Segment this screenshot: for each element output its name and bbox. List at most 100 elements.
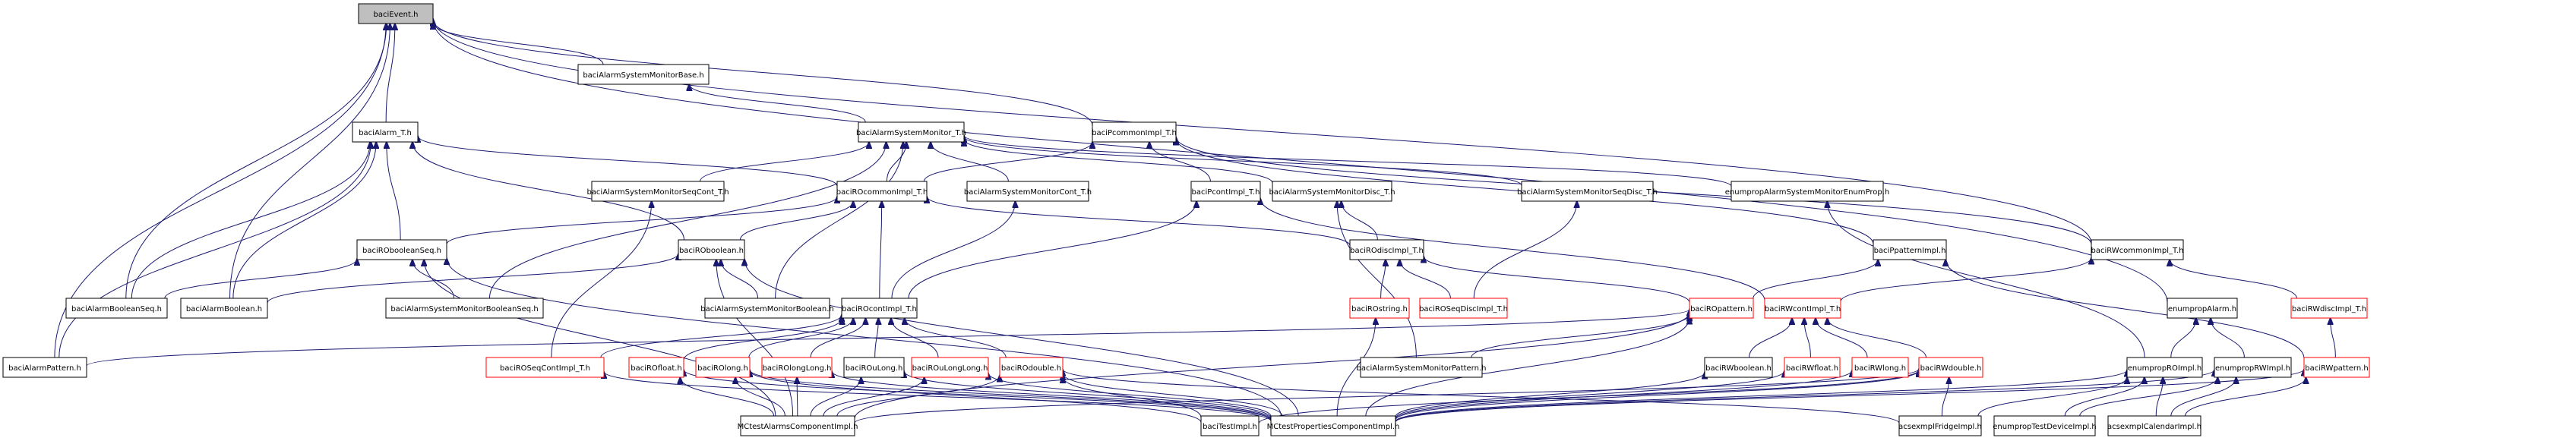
node-box[interactable] (1993, 415, 2096, 436)
graph-node[interactable]: baciRWfloat.h (1784, 357, 1841, 378)
node-box[interactable] (65, 298, 168, 319)
node-box[interactable] (1784, 357, 1841, 378)
graph-node[interactable]: baciROstring.h (1349, 298, 1410, 319)
graph-node[interactable]: baciROlongLong.h (761, 357, 833, 378)
node-box[interactable] (740, 415, 855, 436)
graph-node[interactable]: baciROcommonImpl_T.h (836, 181, 928, 202)
graph-node[interactable]: baciROfloat.h (628, 357, 684, 378)
node-box[interactable] (1270, 415, 1396, 436)
node-box[interactable] (2091, 239, 2184, 260)
node-box[interactable] (2167, 298, 2238, 319)
node-box[interactable] (678, 239, 745, 260)
node-box[interactable] (999, 357, 1064, 378)
graph-node[interactable]: baciPpatternImpl.h (1873, 239, 1947, 260)
node-box[interactable] (966, 181, 1089, 202)
node-box[interactable] (356, 239, 447, 260)
node-box[interactable] (1419, 298, 1508, 319)
node-box[interactable] (2214, 357, 2292, 378)
graph-node[interactable]: baciROlong.h (695, 357, 751, 378)
graph-node[interactable]: MCtestAlarmsComponentImpl.h (738, 415, 858, 436)
node-box[interactable] (180, 298, 268, 319)
graph-node[interactable]: MCtestPropertiesComponentImpl.h (1267, 415, 1400, 436)
graph-node[interactable]: baciROcontImpl_T.h (841, 298, 918, 319)
node-box[interactable] (591, 181, 725, 202)
graph-node[interactable]: baciAlarmSystemMonitorSeqCont_T.h (586, 181, 729, 202)
node-box[interactable] (836, 181, 928, 202)
graph-node[interactable]: baciAlarmSystemMonitorCont_T.h (964, 181, 1092, 202)
graph-node[interactable]: baciEvent.h (358, 3, 434, 24)
graph-node[interactable]: enumpropAlarm.h (2167, 298, 2238, 319)
node-box[interactable] (841, 298, 918, 319)
graph-node[interactable]: baciAlarmSystemMonitorPattern.h (1357, 357, 1487, 378)
graph-node[interactable]: baciROSeqContImpl_T.h (485, 357, 605, 378)
graph-node[interactable]: baciROuLongLong.h (911, 357, 989, 378)
graph-node[interactable]: baciROpattern.h (1689, 298, 1754, 319)
node-box[interactable] (761, 357, 833, 378)
graph-node[interactable]: baciAlarmSystemMonitorDisc_T.h (1269, 181, 1395, 202)
node-box[interactable] (385, 298, 544, 319)
node-box[interactable] (352, 121, 419, 143)
node-box[interactable] (1272, 181, 1392, 202)
graph-node[interactable]: baciAlarmSystemMonitorBooleanSeq.h (385, 298, 544, 319)
graph-node[interactable]: baciPcontImpl_T.h (1190, 181, 1261, 202)
graph-node[interactable]: acsexmplCalendarImpl.h (2107, 415, 2201, 436)
graph-node[interactable]: baciRWcommonImpl_T.h (2091, 239, 2184, 260)
node-box[interactable] (1731, 181, 1884, 202)
node-box[interactable] (2107, 415, 2201, 436)
graph-node[interactable]: baciAlarmSystemMonitorBase.h (577, 64, 710, 85)
graph-node[interactable]: enumpropRWImpl.h (2214, 357, 2292, 378)
graph-node[interactable]: acsexmplFridgeImpl.h (1898, 415, 1982, 436)
graph-node[interactable]: baciROdouble.h (999, 357, 1064, 378)
graph-node[interactable]: enumpropAlarmSystemMonitorEnumProp.h (1725, 181, 1889, 202)
node-box[interactable] (911, 357, 989, 378)
node-box[interactable] (843, 357, 905, 378)
node-box[interactable] (1689, 298, 1754, 319)
node-box[interactable] (2126, 357, 2203, 378)
node-box[interactable] (1851, 357, 1909, 378)
graph-node[interactable]: baciRWcontImpl_T.h (1764, 298, 1841, 319)
graph-node[interactable]: baciAlarmSystemMonitor_T.h (856, 121, 966, 143)
node-box[interactable] (485, 357, 605, 378)
node-box[interactable] (1360, 357, 1483, 378)
node-box[interactable] (695, 357, 751, 378)
node-box[interactable] (628, 357, 684, 378)
graph-node[interactable]: baciTestImpl.h (1200, 415, 1260, 436)
graph-node[interactable]: baciRWboolean.h (1704, 357, 1773, 378)
graph-node[interactable]: enumpropTestDeviceImpl.h (1993, 415, 2097, 436)
graph-node[interactable]: baciAlarm_T.h (352, 121, 419, 143)
node-box[interactable] (358, 3, 434, 24)
graph-node[interactable]: baciRObooleanSeq.h (356, 239, 447, 260)
graph-node[interactable]: baciROdiscImpl_T.h (1349, 239, 1424, 260)
node-box[interactable] (1704, 357, 1773, 378)
node-box[interactable] (2303, 357, 2370, 378)
node-box[interactable] (1521, 181, 1654, 202)
graph-node[interactable]: baciRWlong.h (1851, 357, 1909, 378)
node-box[interactable] (1092, 121, 1177, 143)
graph-node[interactable]: baciROSeqDiscImpl_T.h (1419, 298, 1508, 319)
graph-node[interactable]: baciROboolean.h (678, 239, 745, 260)
node-box[interactable] (1898, 415, 1982, 436)
graph-node[interactable]: baciRWpattern.h (2303, 357, 2370, 378)
graph-node[interactable]: baciRWdouble.h (1918, 357, 1983, 378)
node-box[interactable] (577, 64, 710, 85)
node-box[interactable] (1764, 298, 1841, 319)
graph-node[interactable]: baciAlarmSystemMonitorSeqDisc_T.h (1517, 181, 1658, 202)
node-box[interactable] (858, 121, 965, 143)
graph-node[interactable]: baciRWdiscImpl_T.h (2290, 298, 2368, 319)
graph-node[interactable]: baciAlarmPattern.h (2, 357, 87, 378)
graph-node[interactable]: enumpropROImpl.h (2126, 357, 2203, 378)
graph-node[interactable]: baciROuLong.h (843, 357, 905, 378)
node-box[interactable] (2, 357, 87, 378)
node-box[interactable] (1349, 298, 1410, 319)
graph-node[interactable]: baciAlarmBooleanSeq.h (65, 298, 168, 319)
node-box[interactable] (704, 298, 830, 319)
node-box[interactable] (1918, 357, 1983, 378)
node-box[interactable] (1873, 239, 1947, 260)
graph-node[interactable]: baciPcommonImpl_T.h (1092, 121, 1177, 143)
node-box[interactable] (1349, 239, 1424, 260)
node-box[interactable] (2290, 298, 2368, 319)
graph-node[interactable]: baciAlarmSystemMonitorBoolean.h (700, 298, 834, 319)
graph-node[interactable]: baciAlarmBoolean.h (180, 298, 268, 319)
node-box[interactable] (1190, 181, 1261, 202)
node-box[interactable] (1200, 415, 1260, 436)
